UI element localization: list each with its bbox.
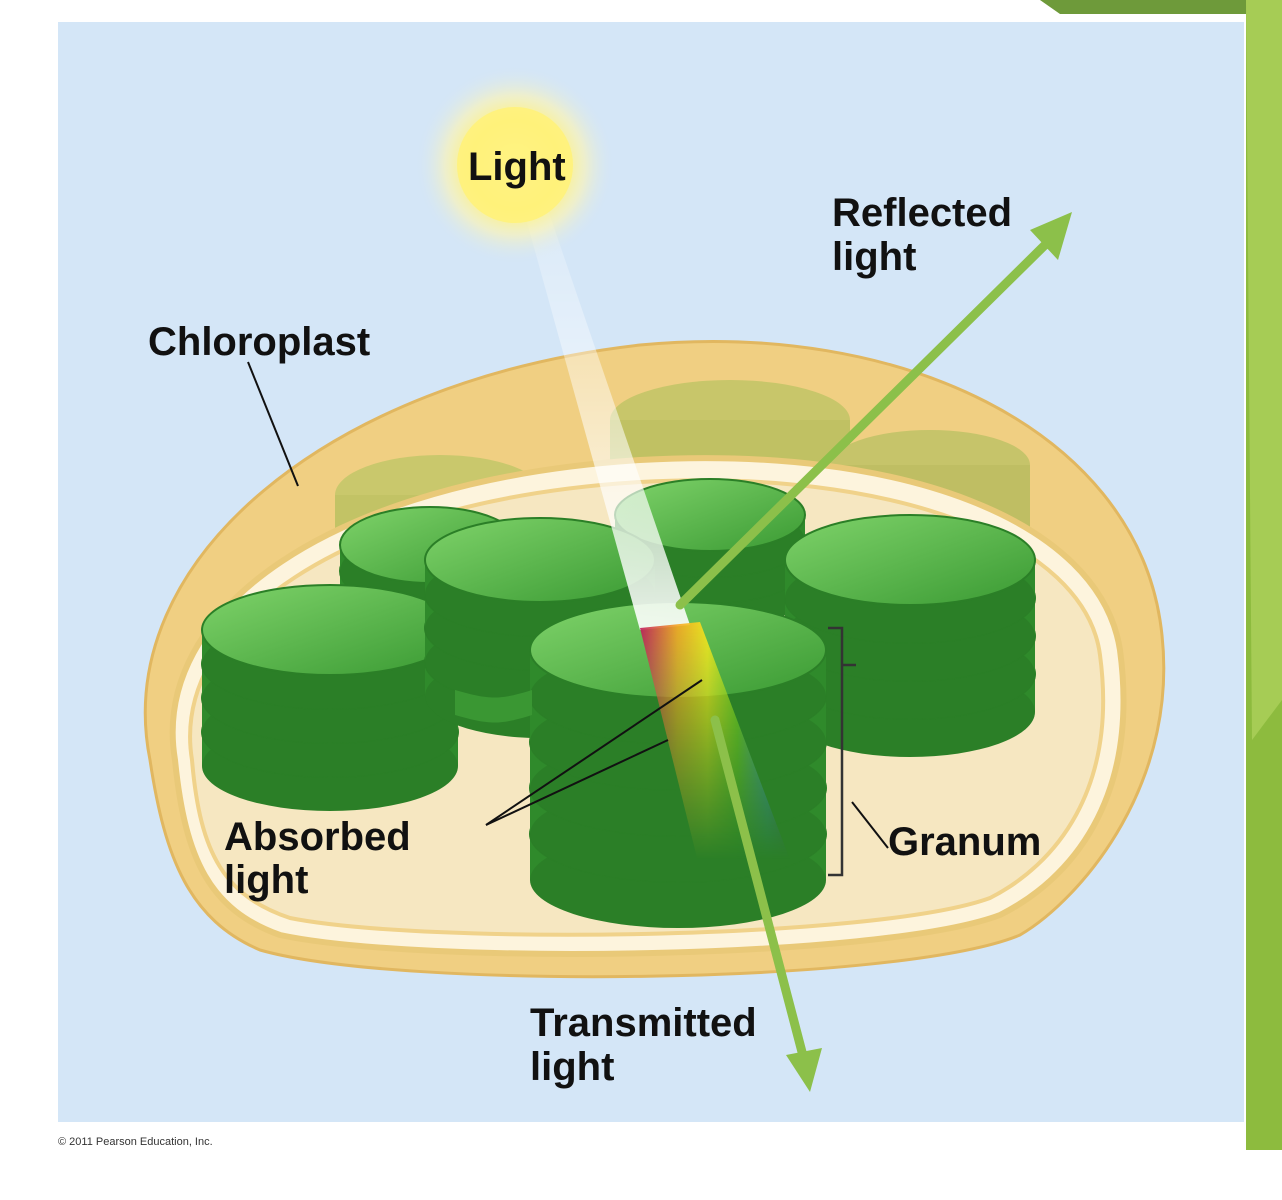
label-absorbed-line2: light [224,858,308,902]
spectrum-band [640,622,790,870]
sun-icon [415,65,615,265]
label-transmitted-line1: Transmitted [530,1001,757,1045]
label-reflected-line1: Reflected [832,191,1012,235]
reflected-light-arrow [675,212,1072,610]
transmitted-light-arrow [710,715,822,1092]
label-reflected-line2: light [832,235,916,279]
label-light: Light [468,145,566,189]
stroma-lamella [455,690,532,723]
label-absorbed-line1: Absorbed [224,815,411,859]
chloroplast-leader-line [247,361,299,487]
slide-edge-decoration [1040,0,1282,1150]
absorbed-leader-line-2 [485,739,669,826]
granum-left [201,584,459,811]
absorbed-leader-line-1 [485,679,703,826]
grana-stacks [201,478,1036,928]
thylakoid-disc-top [784,514,1036,606]
granum-bracket [828,626,856,877]
label-chloroplast: Chloroplast [148,320,370,364]
granum-leader-line [851,801,889,849]
copyright-note: © 2011 Pearson Education, Inc. [58,1136,213,1148]
incident-light-beam [525,210,690,630]
granum-right [784,514,1036,757]
label-granum: Granum [888,820,1041,864]
label-transmitted-line2: light [530,1045,614,1089]
thylakoid-disc-top [201,584,459,676]
